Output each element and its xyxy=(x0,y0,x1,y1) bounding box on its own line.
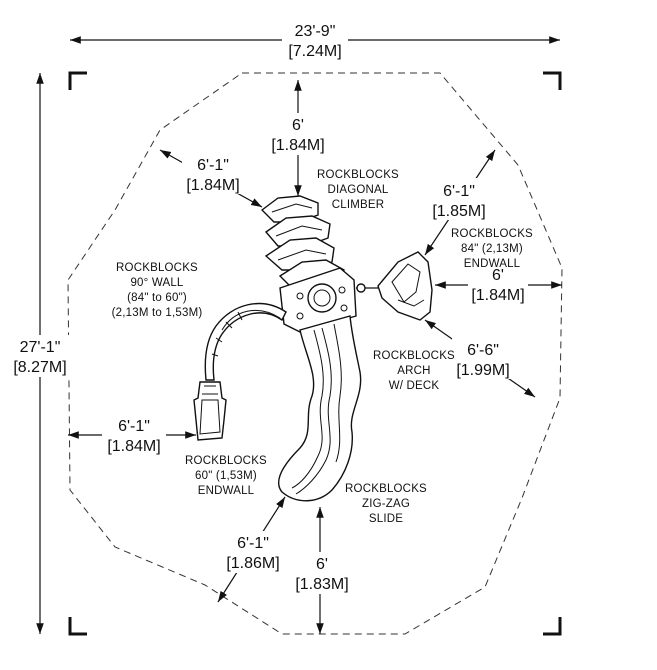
svg-text:60" (1,53M): 60" (1,53M) xyxy=(195,470,257,482)
clearance-arch-right-metric: [1.99M] xyxy=(456,362,509,379)
svg-text:CLIMBER: CLIMBER xyxy=(332,199,385,211)
clearance-endwall84-top-imperial: 6'-1" xyxy=(443,183,475,200)
svg-text:ROCKBLOCKS: ROCKBLOCKS xyxy=(345,483,427,495)
clearance-slide-bottom-imperial: 6' xyxy=(316,556,328,573)
clearance-climber-left-metric: [1.84M] xyxy=(186,177,239,194)
svg-text:ROCKBLOCKS: ROCKBLOCKS xyxy=(116,262,198,274)
svg-text:ZIG-ZAG: ZIG-ZAG xyxy=(362,498,410,510)
svg-text:ENDWALL: ENDWALL xyxy=(464,258,521,270)
svg-text:SLIDE: SLIDE xyxy=(369,513,403,525)
clearance-climber-top-metric: [1.84M] xyxy=(271,137,324,154)
svg-text:84" (2,13M): 84" (2,13M) xyxy=(461,243,523,255)
clearance-arch-right-imperial: 6'-6" xyxy=(467,342,499,359)
overall-depth-dimension xyxy=(10,73,70,634)
svg-text:DIAGONAL: DIAGONAL xyxy=(327,184,388,196)
clearance-endwall60-left-metric: [1.84M] xyxy=(107,438,160,455)
use-zone-boundary xyxy=(67,72,563,635)
clearance-endwall84-right-imperial: 6' xyxy=(492,267,504,284)
svg-text:ROCKBLOCKS: ROCKBLOCKS xyxy=(317,169,399,181)
clearance-endwall84-top-metric: [1.85M] xyxy=(432,203,485,220)
component-label-zigzag-slide: ROCKBLOCKS ZIG-ZAG SLIDE xyxy=(345,483,427,525)
endwall-84-drawing xyxy=(377,251,433,321)
component-label-endwall-84: ROCKBLOCKS 84" (2,13M) ENDWALL xyxy=(451,228,533,270)
overall-depth-metric: [8.27M] xyxy=(13,359,66,376)
corner-marks xyxy=(68,71,562,636)
diagonal-climber-drawing xyxy=(260,195,345,291)
svg-text:W/ DECK: W/ DECK xyxy=(389,380,440,392)
overall-depth-imperial: 27'-1" xyxy=(20,339,61,356)
svg-text:ENDWALL: ENDWALL xyxy=(198,485,255,497)
zigzag-slide-drawing xyxy=(277,315,362,502)
clearance-endwall84-right-metric: [1.84M] xyxy=(471,287,524,304)
component-label-90-wall: ROCKBLOCKS 90° WALL (84" to 60") (2,13M … xyxy=(112,262,203,319)
svg-text:90° WALL: 90° WALL xyxy=(130,277,183,289)
svg-text:ARCH: ARCH xyxy=(397,365,430,377)
component-label-endwall-60: ROCKBLOCKS 60" (1,53M) ENDWALL xyxy=(185,455,267,497)
90-wall-drawing xyxy=(204,302,287,381)
clearance-label-backgrounds xyxy=(102,113,528,594)
arch-deck-drawing xyxy=(279,267,378,333)
clearance-slide-bottom-metric: [1.83M] xyxy=(295,576,348,593)
svg-text:ROCKBLOCKS: ROCKBLOCKS xyxy=(373,350,455,362)
svg-text:(2,13M to 1,53M): (2,13M to 1,53M) xyxy=(112,307,203,319)
svg-text:(84" to 60"): (84" to 60") xyxy=(127,292,187,304)
endwall-60-drawing xyxy=(193,381,227,441)
overall-width-imperial: 23'-9" xyxy=(295,23,336,40)
overall-width-dimension xyxy=(70,22,560,64)
overall-width-metric: [7.24M] xyxy=(288,43,341,60)
clearance-endwall60-left-imperial: 6'-1" xyxy=(118,418,150,435)
clearance-climber-left-imperial: 6'-1" xyxy=(197,157,229,174)
clearance-slide-left-metric: [1.86M] xyxy=(226,555,279,572)
clearance-climber-top-imperial: 6' xyxy=(292,117,304,134)
svg-text:ROCKBLOCKS: ROCKBLOCKS xyxy=(185,455,267,467)
clearance-slide-left-imperial: 6'-1" xyxy=(237,535,269,552)
component-label-diagonal-climber: ROCKBLOCKS DIAGONAL CLIMBER xyxy=(317,169,399,211)
component-label-arch-deck: ROCKBLOCKS ARCH W/ DECK xyxy=(373,350,455,392)
svg-text:ROCKBLOCKS: ROCKBLOCKS xyxy=(451,228,533,240)
